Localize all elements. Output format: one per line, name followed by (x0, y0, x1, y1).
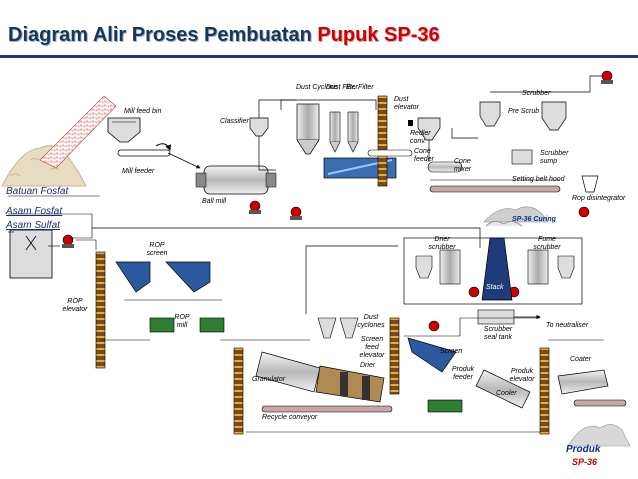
label-dust-filter: Dust Filter (326, 84, 358, 91)
dust-elevator (377, 95, 388, 187)
label-classifier: Classifier (220, 118, 249, 125)
label-redler-conv: Redler conv. (410, 130, 431, 145)
acid-tank (9, 229, 53, 279)
label-asam-sulfat: Asam Sulfat (6, 220, 60, 231)
label-produk-feeder: Produk feeder (451, 366, 475, 381)
process-lines (8, 195, 604, 433)
classifier (249, 99, 296, 171)
label-setting-belt-hood: Setting belt hood (512, 176, 565, 183)
phosphate-rock-pile (1, 145, 87, 187)
title-underline (0, 55, 638, 58)
label-dust-cyclones: Dust cyclones (357, 314, 385, 329)
label-screen-feed-elevator: Screen feed elevator (359, 336, 385, 359)
label-scrubber: Scrubber (522, 90, 551, 97)
mill-feed-bin (107, 117, 141, 143)
label-cone-mixer: Cone mixer (454, 158, 472, 173)
label-mill-feeder: Mill feeder (122, 168, 155, 175)
label-fume-scrubber: Fume scrubber (533, 236, 561, 251)
label-to-neutraliser: To neutraliser (546, 322, 589, 329)
label-granulator: Granulator (252, 376, 286, 383)
label-mill-feed-bin: Mill feed bin (124, 108, 162, 115)
redler-conveyor (367, 120, 413, 157)
label-scrubber-sump: Scrubber sump (540, 150, 569, 165)
pre-scrubber-scrubber (451, 75, 602, 165)
label-ball-mill: Ball mill (202, 198, 227, 205)
label-screen: Screen (440, 348, 463, 355)
scrubber-seal-tank (477, 309, 541, 325)
granulator-drier (233, 347, 385, 435)
label-produk: Produk (566, 444, 601, 455)
ball-mill (167, 152, 277, 195)
diagram-title: Diagram Alir Proses Pembuatan Pupuk SP-3… (8, 24, 440, 47)
label-scrubber-seal-tank: Scrubber seal tank (483, 326, 513, 341)
label-sp36-curing: SP-36 Curing (512, 216, 556, 223)
label-rop-mill: ROP mill (174, 314, 190, 329)
label-rop-screen: ROP screen (146, 242, 168, 257)
label-cone-feeder: Cone feeder (414, 148, 434, 163)
label-drier-scrubber: Drier scrubber (428, 236, 456, 251)
title-main-text: Diagram Alir Proses Pembuatan (8, 24, 318, 46)
label-ex-filter: Ex. Filter (346, 84, 374, 91)
label-asam-fosfat: Asam Fosfat (6, 206, 63, 217)
label-dust-elevator: Dust elevator (394, 96, 419, 111)
label-rop-elevator: ROP elevator (62, 298, 88, 313)
label-coater: Coater (570, 356, 592, 363)
title-accent-text: Pupuk SP-36 (317, 24, 440, 46)
label-stack: Stack (486, 284, 504, 291)
label-cooler: Cooler (496, 390, 517, 397)
screen-feed-elevator (389, 317, 400, 395)
lower-dust-cyclones (305, 245, 398, 339)
label-recycle-conveyor: Recycle conveyor (262, 414, 318, 421)
label-dust-cyclone: Dust Cyclone (296, 84, 338, 91)
label-produk-sp36: SP-36 (572, 457, 598, 467)
sp36-curing-pile (483, 206, 549, 223)
incline-feed-conveyor (39, 95, 117, 169)
rop-elevator (92, 227, 481, 369)
label-batuan-fosfat: Batuan Fosfat (6, 186, 69, 197)
setting-belt (429, 175, 599, 193)
label-rop-disintegrator: Rop disintegrator (572, 195, 626, 202)
cone-feeder-mixer (417, 117, 463, 173)
label-produk-elevator: Produk elevator (509, 368, 535, 383)
product-screen-line (407, 337, 609, 435)
recycle-conveyor (261, 399, 627, 413)
drier-fume-scrubber-block (403, 220, 583, 305)
rop-screens (115, 261, 225, 333)
label-drier: Drier (360, 362, 376, 369)
mill-feeder-belt (117, 143, 171, 157)
blower-fans (62, 70, 613, 332)
product-pile (567, 424, 631, 447)
label-pre-scrub: Pre Scrub (508, 108, 540, 115)
